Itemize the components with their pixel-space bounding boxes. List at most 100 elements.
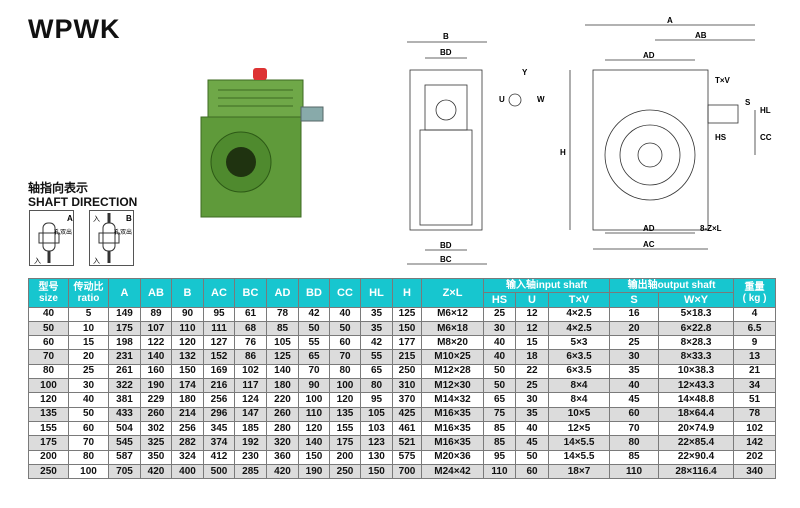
table-cell: 215 (392, 349, 422, 365)
table-cell: 100 (68, 463, 109, 480)
table-cell: 150 (171, 363, 204, 380)
table-cell: 40 (483, 349, 516, 365)
table-cell: 40 (28, 306, 69, 322)
direction-b-diagram: B 孔双出 入 入 (89, 210, 134, 266)
table-cell: 35 (360, 320, 393, 337)
table-cell: 65 (483, 392, 516, 408)
label-hl: HL (760, 106, 771, 115)
direction-b-input-bottom: 入 (93, 257, 100, 265)
table-cell: 80 (609, 435, 660, 451)
header-bc: BC (234, 278, 267, 308)
table-cell: 350 (140, 449, 172, 465)
table-cell: 324 (171, 449, 204, 465)
label-u: U (499, 95, 505, 104)
table-cell: 70 (329, 349, 361, 365)
table-cell: 130 (360, 449, 393, 465)
table-cell: 80 (28, 363, 69, 380)
table-cell: 174 (171, 378, 204, 394)
header-input-shaft: 输入轴input shaft (482, 277, 611, 294)
table-cell: 9 (733, 335, 777, 351)
table-cell: 78 (733, 406, 777, 422)
table-cell: 322 (108, 378, 141, 394)
table-cell: 6×22.8 (658, 320, 735, 337)
label-bd-top: BD (440, 48, 452, 57)
table-cell: 65 (360, 363, 393, 380)
table-cell: 180 (171, 392, 204, 408)
table-cell: 142 (733, 435, 777, 451)
header-ac: AC (203, 278, 235, 308)
table-cell: 120 (28, 392, 69, 408)
table-cell: 8×28.3 (658, 335, 735, 351)
table-cell: 50 (483, 378, 516, 394)
table-cell: 100 (28, 378, 69, 394)
table-cell: 4×2.5 (547, 306, 611, 322)
table-cell: 127 (203, 335, 235, 351)
table-cell: 12×5 (547, 420, 611, 437)
table-cell: 147 (234, 406, 267, 422)
table-cell: 103 (360, 420, 393, 437)
table-cell: 4×2.5 (547, 320, 611, 337)
table-cell: 296 (203, 406, 235, 422)
label-zxl: 8-Z×L (700, 224, 722, 233)
table-cell: 190 (140, 378, 172, 394)
table-cell: 160 (140, 363, 172, 380)
table-cell: M16×35 (421, 435, 484, 451)
header-wxy: W×Y (658, 292, 735, 308)
table-cell: 5×18.3 (658, 306, 735, 322)
table-cell: 14×5.5 (547, 449, 611, 465)
table-cell: 12 (515, 320, 549, 337)
table-cell: 40 (609, 378, 660, 394)
table-cell: 325 (140, 435, 172, 451)
table-cell: 185 (234, 420, 267, 437)
table-cell: 34 (733, 378, 777, 394)
table-cell: 85 (609, 449, 660, 465)
table-cell: 45 (515, 435, 549, 451)
table-cell: 15 (68, 335, 109, 351)
table-cell: 15 (515, 335, 549, 351)
table-cell: M14×32 (421, 392, 484, 408)
table-cell: 30 (609, 349, 660, 365)
header-u: U (515, 292, 549, 308)
table-cell: 250 (28, 463, 69, 480)
table-cell: 256 (203, 392, 235, 408)
table-cell: 231 (108, 349, 141, 365)
table-cell: 150 (298, 449, 330, 465)
table-cell: 504 (108, 420, 141, 437)
table-cell: 50 (515, 449, 549, 465)
table-cell: 40 (329, 306, 361, 322)
table-cell: 60 (515, 463, 549, 480)
table-cell: 85 (266, 320, 299, 337)
table-cell: M16×35 (421, 406, 484, 422)
table-cell: 102 (733, 420, 777, 437)
table-cell: 302 (140, 420, 172, 437)
table-cell: 78 (266, 306, 299, 322)
table-cell: 16 (609, 306, 660, 322)
header-hl: HL (360, 278, 393, 308)
header-bd: BD (298, 278, 330, 308)
table-cell: 260 (140, 406, 172, 422)
table-cell: 111 (203, 320, 235, 337)
table-cell: 124 (234, 392, 267, 408)
table-cell: 8×33.3 (658, 349, 735, 365)
table-cell: 110 (483, 463, 516, 480)
shaft-direction-en: SHAFT DIRECTION (28, 195, 138, 209)
table-cell: 8×4 (547, 378, 611, 394)
table-cell: 120 (329, 392, 361, 408)
table-cell: 80 (360, 378, 393, 394)
table-cell: 216 (203, 378, 235, 394)
table-cell: 25 (68, 363, 109, 380)
direction-a-label: A (67, 214, 73, 223)
table-cell: 320 (266, 435, 299, 451)
table-cell: 14×48.8 (658, 392, 735, 408)
table-cell: 105 (266, 335, 299, 351)
table-cell: 545 (108, 435, 141, 451)
table-cell: 100 (329, 378, 361, 394)
table-cell: 10×38.3 (658, 363, 735, 380)
